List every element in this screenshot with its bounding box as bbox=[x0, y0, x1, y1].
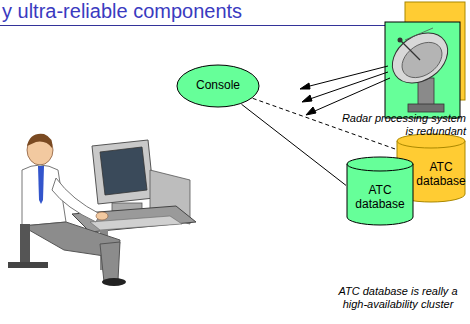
node-label: Console bbox=[196, 79, 240, 93]
node-text-box: ATC database bbox=[416, 155, 466, 195]
solid-link bbox=[241, 104, 346, 185]
node-label: ATC database bbox=[416, 161, 466, 189]
node-text-box: ATC database bbox=[349, 176, 411, 220]
dashed-link bbox=[253, 98, 398, 149]
database-caption: ATC database is really a high-availabili… bbox=[330, 285, 466, 311]
radar-dish bbox=[383, 23, 457, 112]
radar-caption: Radar processing system is redundant bbox=[340, 112, 466, 138]
node-label: ATC database bbox=[349, 184, 411, 212]
operator bbox=[8, 134, 126, 286]
database-cylinder-primary: ATC database bbox=[346, 156, 414, 226]
title-underline bbox=[0, 25, 392, 26]
console-ellipse: Console bbox=[176, 64, 260, 108]
radar-signal-arrows bbox=[300, 66, 390, 115]
slide-title: y ultra-reliable components bbox=[2, 0, 242, 23]
node-text-box: Console bbox=[180, 66, 256, 106]
